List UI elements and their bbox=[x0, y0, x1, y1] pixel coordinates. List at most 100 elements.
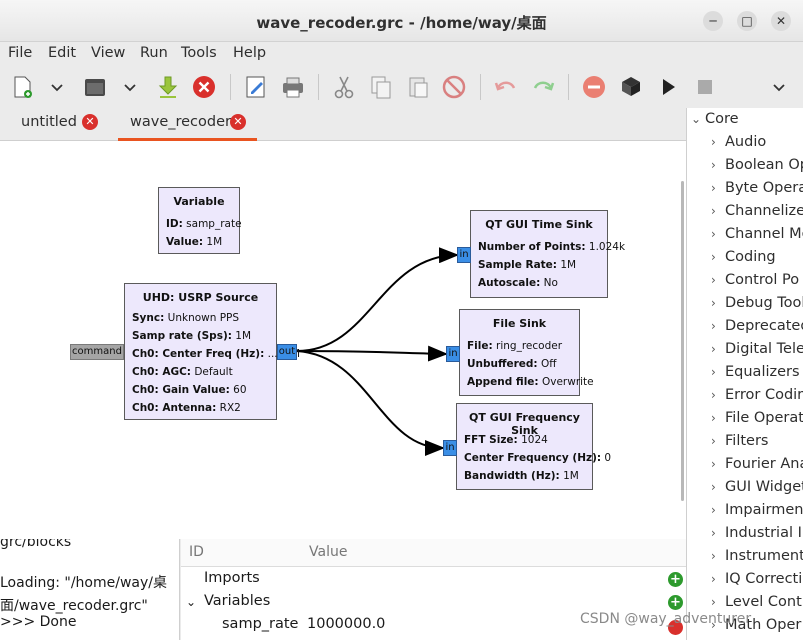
tree-category[interactable]: ›Channel Mo bbox=[711, 226, 803, 242]
tab-untitled[interactable]: untitled ✕ bbox=[8, 108, 104, 141]
dropdown-icon[interactable] bbox=[766, 74, 792, 100]
copy-icon[interactable] bbox=[368, 74, 394, 100]
close-window-button[interactable]: ✕ bbox=[771, 11, 791, 31]
tree-category[interactable]: › File Operat bbox=[711, 410, 803, 426]
in-port[interactable]: in bbox=[446, 346, 460, 362]
connection-usrp-timesink[interactable] bbox=[296, 247, 459, 352]
tree-category[interactable]: ›Deprecated bbox=[711, 318, 803, 334]
menu-tools[interactable]: Tools bbox=[181, 45, 217, 61]
add-variable-icon[interactable]: + bbox=[668, 595, 683, 610]
tree-category[interactable]: › Impairmen bbox=[711, 502, 803, 518]
connection-usrp-filesink[interactable] bbox=[296, 345, 448, 362]
block-title: QT GUI Frequency Sink bbox=[469, 411, 580, 437]
in-port[interactable]: in bbox=[443, 440, 457, 456]
tree-category[interactable]: ›Audio bbox=[711, 134, 766, 150]
chevron-right-icon: › bbox=[711, 503, 716, 517]
run-icon[interactable] bbox=[655, 74, 681, 100]
console-line: grc/blocks bbox=[0, 539, 72, 550]
remove-variable-icon[interactable] bbox=[668, 620, 683, 635]
edit-icon[interactable] bbox=[243, 74, 269, 100]
tree-category[interactable]: ›IQ Correcti bbox=[711, 571, 802, 587]
close-icon[interactable] bbox=[191, 74, 217, 100]
imports-row[interactable]: Imports + bbox=[181, 568, 686, 591]
variable-editor[interactable]: ID Value Imports + ⌄ Variables + samp_ra… bbox=[181, 539, 686, 640]
tree-category[interactable]: ›Debug Tool bbox=[711, 295, 803, 311]
tree-category[interactable]: ›GUI Widget bbox=[711, 479, 803, 495]
tree-category[interactable]: ›Channelize bbox=[711, 203, 803, 219]
tree-category-label: File Operat bbox=[725, 410, 803, 426]
maximize-button[interactable]: □ bbox=[737, 11, 757, 31]
time-sink-block[interactable]: QT GUI Time Sink Number of Points: 1.024… bbox=[470, 210, 625, 298]
add-import-icon[interactable]: + bbox=[668, 572, 683, 587]
generate-icon[interactable] bbox=[618, 74, 644, 100]
tree-category[interactable]: ›Digital Tele bbox=[711, 341, 803, 357]
block-title: QT GUI Time Sink bbox=[485, 218, 593, 231]
tree-category[interactable]: ›Byte Opera bbox=[711, 180, 803, 196]
chevron-right-icon: › bbox=[711, 411, 716, 425]
out-port[interactable]: out bbox=[277, 344, 297, 360]
block-param: Ch0: Gain Value: 60 bbox=[132, 384, 247, 396]
block-param: Autoscale: No bbox=[478, 277, 558, 289]
tree-category-label: Impairmen bbox=[725, 502, 803, 518]
block-title: UHD: USRP Source bbox=[142, 291, 259, 304]
connection-usrp-freqsink[interactable] bbox=[296, 350, 445, 456]
tree-category-label: Debug Tool bbox=[725, 295, 803, 311]
open-dropdown-icon[interactable] bbox=[117, 74, 143, 100]
new-dropdown-icon[interactable] bbox=[44, 74, 70, 100]
tree-category[interactable]: ›Equalizers bbox=[711, 364, 800, 380]
menu-view[interactable]: View bbox=[91, 45, 126, 61]
print-icon[interactable] bbox=[280, 74, 306, 100]
new-file-icon[interactable] bbox=[10, 74, 36, 100]
column-header-id[interactable]: ID bbox=[189, 544, 204, 560]
paste-icon[interactable] bbox=[405, 74, 431, 100]
stop-icon[interactable] bbox=[692, 74, 718, 100]
open-folder-icon[interactable] bbox=[82, 74, 108, 100]
tree-category[interactable]: ›Instrument bbox=[711, 548, 803, 564]
menu-file[interactable]: File bbox=[8, 45, 33, 61]
save-icon[interactable] bbox=[155, 74, 181, 100]
flowgraph-canvas[interactable]: Variable ID: samp_rate Value: 1M UHD: US… bbox=[0, 141, 686, 539]
tree-category[interactable]: ›Control Po bbox=[711, 272, 799, 288]
tree-category[interactable]: ›Level Contr bbox=[711, 594, 803, 610]
tree-category[interactable]: ›Industrial I bbox=[711, 525, 802, 541]
column-header-value[interactable]: Value bbox=[309, 544, 348, 560]
minimize-button[interactable]: ─ bbox=[703, 11, 723, 31]
delete-icon[interactable] bbox=[441, 74, 467, 100]
menu-run[interactable]: Run bbox=[140, 45, 168, 61]
frequency-sink-block[interactable]: QT GUI Frequency Sink FFT Size: 1024 Cen… bbox=[456, 403, 611, 490]
menu-help[interactable]: Help bbox=[233, 45, 267, 61]
kill-icon[interactable] bbox=[581, 74, 607, 100]
chevron-right-icon: › bbox=[711, 204, 716, 218]
in-port[interactable]: in bbox=[457, 247, 471, 263]
console-panel[interactable]: grc/blocks Loading: "/home/way/桌 面/wave_… bbox=[0, 539, 180, 640]
tree-category[interactable]: ›Filters bbox=[711, 433, 768, 449]
block-title: Variable bbox=[173, 195, 225, 208]
usrp-source-block[interactable]: UHD: USRP Source Sync: Unknown PPS Samp … bbox=[124, 283, 300, 420]
block-param: Center Frequency (Hz): 0 bbox=[464, 452, 612, 464]
variable-block[interactable]: Variable ID: samp_rate Value: 1M bbox=[158, 187, 242, 254]
file-sink-block[interactable]: File Sink File: ring_recoder Unbuffered:… bbox=[459, 309, 594, 396]
tree-category[interactable]: ›Fourier Ana bbox=[711, 456, 803, 472]
block-library-tree[interactable]: ⌄Core ›Audio ›Boolean Op ›Byte Opera ›Chann… bbox=[686, 108, 803, 640]
variables-row[interactable]: ⌄ Variables + bbox=[181, 591, 686, 614]
command-port[interactable]: command bbox=[70, 344, 124, 360]
variable-row[interactable]: samp_rate 1000000.0 bbox=[181, 614, 686, 637]
undo-icon[interactable] bbox=[493, 74, 519, 100]
tab-wave-recoder[interactable]: wave_recoder ✕ bbox=[118, 108, 257, 141]
tree-root-core[interactable]: ⌄Core bbox=[691, 111, 739, 127]
tab-close-icon[interactable]: ✕ bbox=[230, 114, 246, 130]
redo-icon[interactable] bbox=[530, 74, 556, 100]
variable-value[interactable]: 1000000.0 bbox=[307, 616, 386, 632]
chevron-right-icon: › bbox=[711, 319, 716, 333]
tree-category[interactable]: ›Boolean Op bbox=[711, 157, 803, 173]
tree-category[interactable]: ›Coding bbox=[711, 249, 776, 265]
chevron-down-icon[interactable]: ⌄ bbox=[186, 595, 197, 609]
tree-category[interactable]: ›Error Codir bbox=[711, 387, 803, 403]
canvas-scrollbar[interactable] bbox=[681, 181, 684, 501]
tab-close-icon[interactable]: ✕ bbox=[82, 114, 98, 130]
block-param: File: ring_recoder bbox=[467, 340, 563, 352]
tree-category[interactable]: ›Math Oper bbox=[711, 617, 801, 633]
menu-edit[interactable]: Edit bbox=[48, 45, 77, 61]
cut-icon[interactable] bbox=[331, 74, 357, 100]
tab-bar: untitled ✕ wave_recoder ✕ bbox=[0, 108, 686, 141]
